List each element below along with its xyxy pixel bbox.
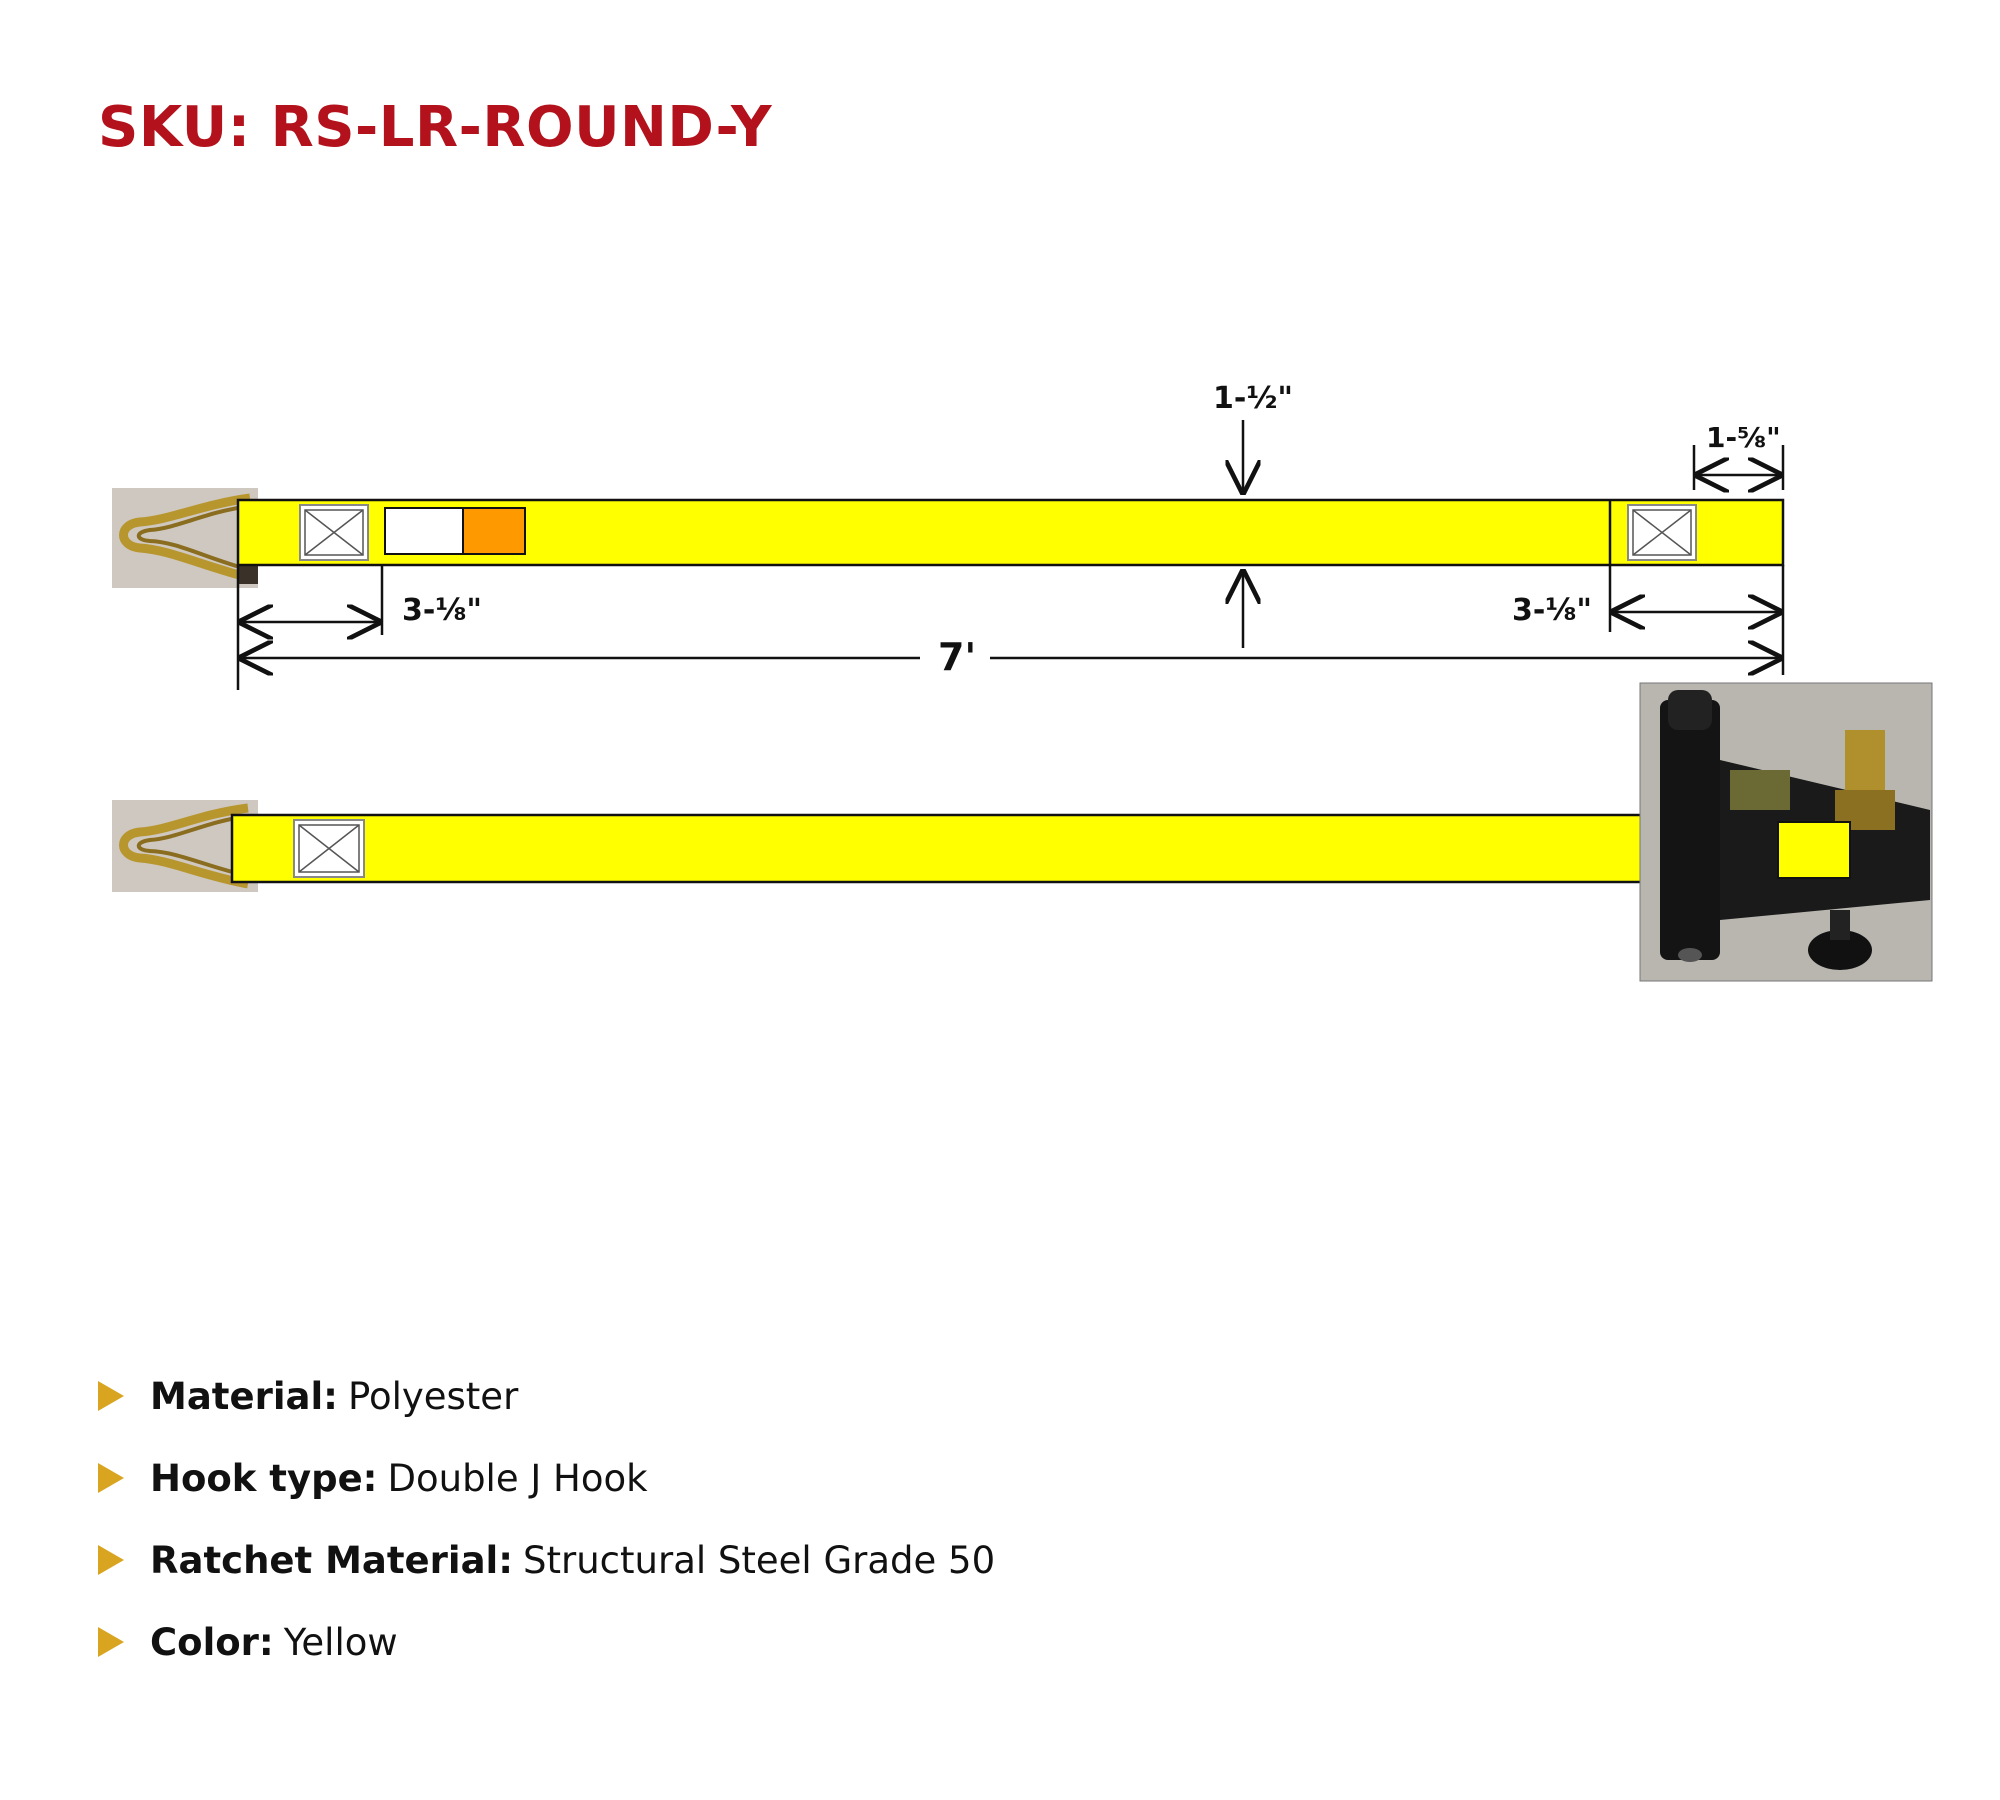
ratchet-icon [1639,682,1933,982]
double-j-hook-icon [112,488,258,588]
box-stitch-icon [299,504,369,561]
chevron-right-icon [98,1545,124,1575]
right-end-length-label: 3-⅛" [1512,593,1592,628]
spec-label: Material: [150,1374,338,1418]
spec-item-material: Material: Polyester [98,1355,995,1437]
spec-value: Polyester [347,1374,519,1418]
spec-label: Ratchet Material: [150,1538,514,1582]
chevron-right-icon [98,1381,124,1411]
box-stitch-icon [1627,504,1697,561]
spec-value: Structural Steel Grade 50 [523,1538,996,1582]
chevron-right-icon [98,1463,124,1493]
end-width-label: 1-⅝" [1706,421,1781,454]
spec-label: Hook type: [150,1456,378,1500]
strap-width-label: 1-½" [1213,381,1293,416]
box-stitch-icon [293,819,365,878]
bottom-strap-body [230,813,1662,884]
dimension-lines [236,420,1785,690]
spec-item-color: Color: Yellow [98,1601,995,1683]
strap-dimension-diagram: 1-½" 1-⅝" 3-⅛" 3-⅛" 7' [112,381,1933,982]
spec-item-hook-type: Hook type: Double J Hook [98,1437,995,1519]
left-end-length-label: 3-⅛" [402,593,482,628]
spec-value: Double J Hook [387,1456,648,1500]
spec-label: Color: [150,1620,274,1664]
sku-title: SKU: RS-LR-ROUND-Y [98,95,772,160]
spec-list: Material: Polyester Hook type: Double J … [98,1355,995,1683]
overall-length-label: 7' [938,635,976,679]
chevron-right-icon [98,1627,124,1657]
bottom-strap-assembly [112,682,1933,982]
spec-item-ratchet-material: Ratchet Material: Structural Steel Grade… [98,1519,995,1601]
strap-label-patch [384,507,526,555]
top-strap-assembly [112,488,1785,588]
spec-value: Yellow [283,1620,398,1664]
